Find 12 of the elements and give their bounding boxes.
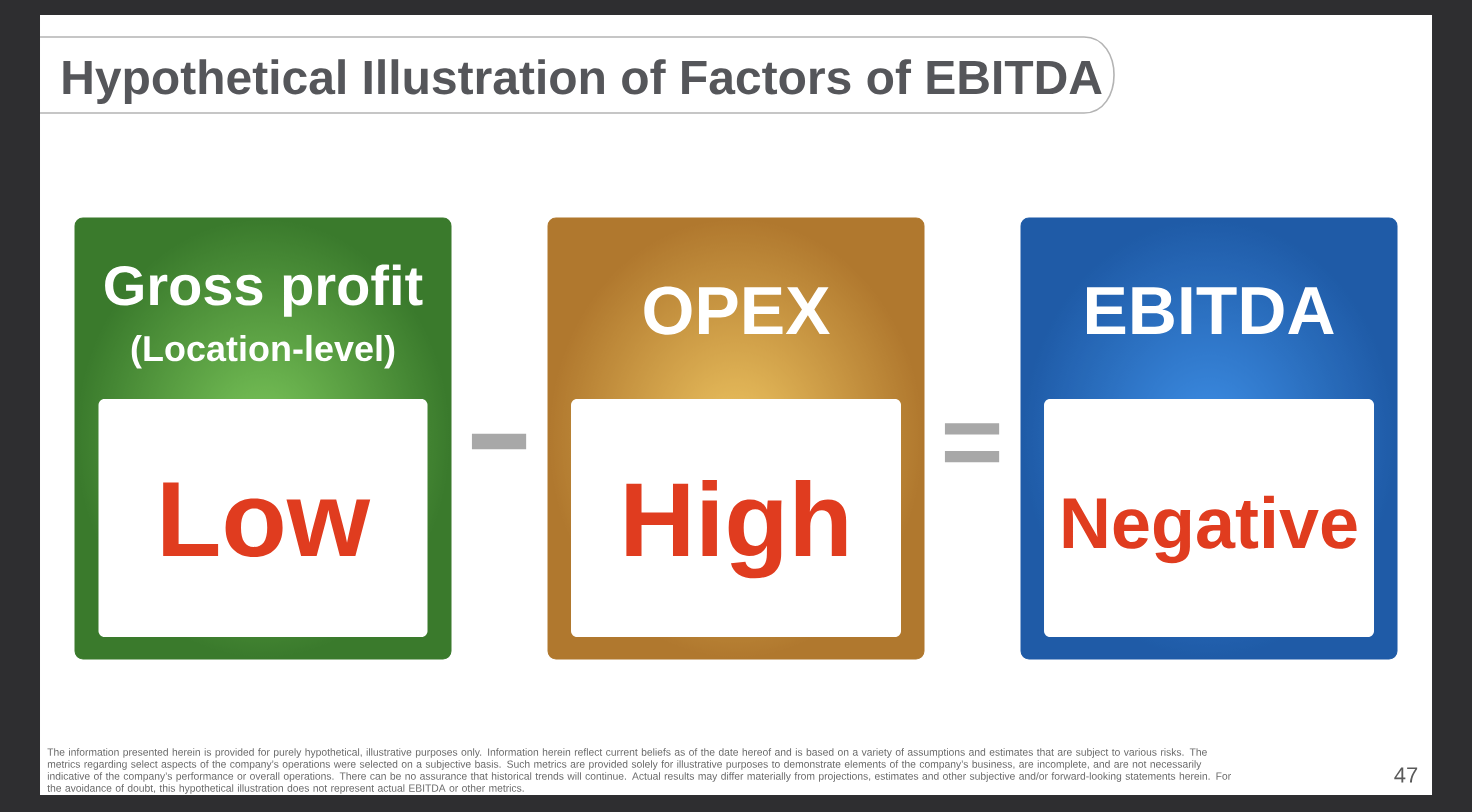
panel-heading: EBITDA [1087,287,1334,334]
equals-sign: = [944,423,1000,463]
minus-sign: − [471,433,527,450]
page-number: 47 [1394,767,1418,783]
title-banner: Hypothetical Illustration of Factors of EBITDA [39,36,1115,114]
value-box: High [571,399,901,637]
panel-heading: Gross profit [105,264,423,317]
disclaimer-text: The information presented herein is provided for purely hypothetical, illustrative purposes only. Information herein reflect current beliefs as of the date hereof and is based on a variety of assumptions and estimates that are subject to various risks. The metrics regarding select aspects of the company’s operations were selected on a subjective basis. Such metrics are provided solely for illustrative purposes to demonstrate elements of the company’s business, are incomplete, and are not necessarily indicative of the company’s performance or overall operations. There can be no assurance that historical trends will continue. Actual results may differ materially from projections, estimates and other subjective and/or forward-looking statements herein. For the avoidance of doubt, this hypothetical illustration does not represent actual EBITDA or other metrics. [47,748,1231,794]
panel-heading: OPEX [644,286,830,335]
value-box: Negative [1044,399,1374,637]
value-box: Low [98,399,428,637]
panel-subheading: (Location-level) [131,334,395,369]
